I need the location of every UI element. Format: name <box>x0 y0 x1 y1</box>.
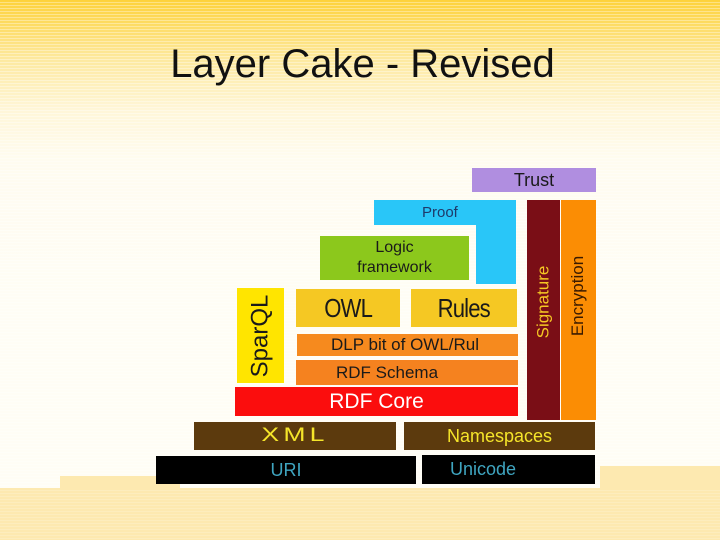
layer-trust: Trust <box>472 168 596 192</box>
layer-rules: Rules <box>411 289 517 327</box>
layer-rdf-core-label: RDF Core <box>329 389 424 413</box>
layer-uri-label: URI <box>270 459 302 480</box>
layer-uri: URI <box>156 456 416 484</box>
background-ground-bump <box>600 466 720 490</box>
layer-namespaces: Namespaces <box>404 422 595 450</box>
layer-xml: XML <box>194 422 396 450</box>
layer-sparql-label: SparQL <box>246 294 274 377</box>
layer-trust-label: Trust <box>513 169 555 190</box>
layer-proof-extension <box>476 224 516 284</box>
layer-dlp: DLP bit of OWL/Rul <box>297 334 518 356</box>
layer-rdf-schema-label: RDF Schema <box>336 362 439 382</box>
layer-proof-label: Proof <box>422 204 458 221</box>
layer-logic-label-line1: Logic <box>375 239 414 256</box>
layer-encryption: Encryption <box>561 200 596 420</box>
layer-unicode-label: Unicode <box>450 459 517 479</box>
layer-proof: Proof <box>374 200 516 225</box>
layer-rules-label: Rules <box>437 292 491 323</box>
layer-rdf-schema: RDF Schema <box>296 360 518 385</box>
layer-owl: OWL <box>296 289 400 327</box>
layer-sparql: SparQL <box>237 288 284 383</box>
layer-dlp-label: DLP bit of OWL/Rul <box>331 335 480 354</box>
layer-encryption-label: Encryption <box>568 255 588 337</box>
layer-logic-framework: Logic framework <box>320 236 469 280</box>
layer-owl-label: OWL <box>324 292 373 323</box>
layer-unicode: Unicode <box>422 455 595 484</box>
layer-xml-label: XML <box>261 425 329 446</box>
layer-rdf-core: RDF Core <box>235 387 518 416</box>
slide-title: Layer Cake - Revised <box>170 42 555 86</box>
layer-logic-label-line2: framework <box>357 259 432 276</box>
layer-signature: Signature <box>527 200 560 420</box>
background-ground-bump <box>60 476 180 490</box>
background-ground <box>0 488 720 540</box>
layer-signature-label: Signature <box>533 265 553 339</box>
layer-namespaces-label: Namespaces <box>446 425 553 446</box>
